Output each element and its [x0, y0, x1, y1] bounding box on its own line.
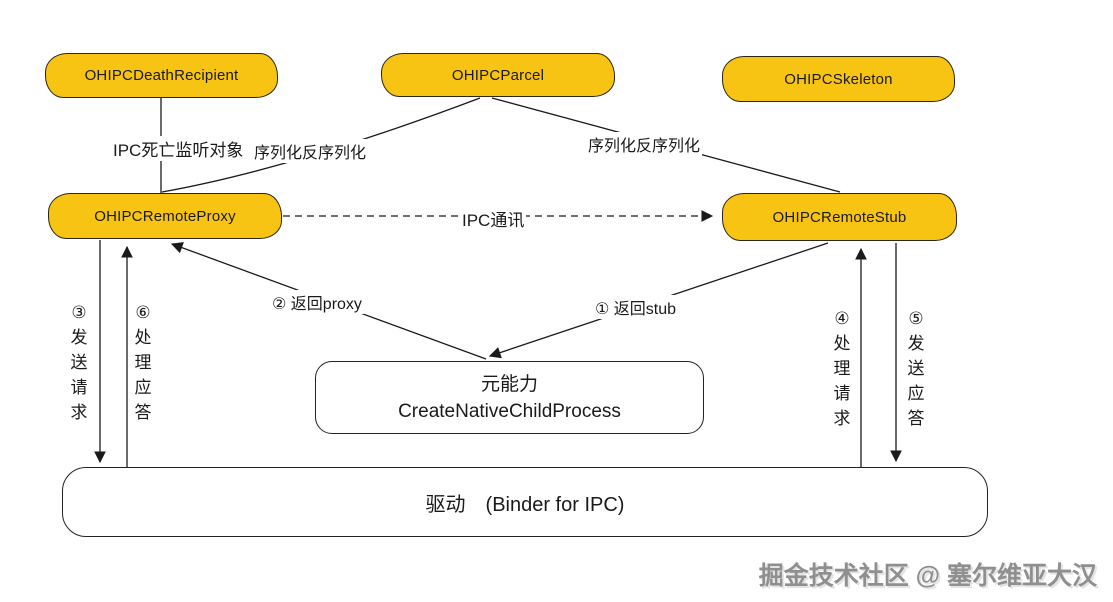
label-step3-send-request: ③发送请求 [70, 303, 88, 422]
node-binder-driver: 驱动 (Binder for IPC) [62, 467, 988, 537]
meta-ability-title: 元能力 [480, 373, 538, 395]
label-return-stub: ① 返回stub [593, 295, 679, 319]
watermark-text: 掘金技术社区 @ 塞尔维亚大汉 [758, 562, 1097, 590]
node-ohipc-remote-stub: OHIPCRemoteStub [722, 193, 957, 241]
node-ohipc-parcel: OHIPCParcel [381, 53, 615, 97]
node-meta-ability: 元能力 CreateNativeChildProcess [315, 361, 704, 434]
label-step6-handle-response: ⑥处理应答 [134, 303, 152, 422]
node-ohipc-remote-proxy: OHIPCRemoteProxy [48, 193, 282, 239]
meta-ability-api: CreateNativeChildProcess [398, 400, 621, 422]
binder-driver-label: 驱动 (Binder for IPC) [425, 493, 625, 516]
label-ipc-comm: IPC通讯 [460, 206, 527, 231]
label-serialize-right: 序列化反序列化 [586, 132, 703, 156]
node-ohipc-death-recipient: OHIPCDeathRecipient [45, 53, 278, 98]
label-ipc-death-listen: IPC死亡监听对象 [111, 136, 246, 161]
label-step5-send-response: ⑤发送应答 [907, 309, 925, 428]
label-step4-handle-request: ④处理请求 [833, 309, 851, 428]
label-return-proxy: ② 返回proxy [270, 290, 364, 314]
node-ohipc-skeleton: OHIPCSkeleton [722, 56, 955, 102]
label-serialize-left: 序列化反序列化 [252, 139, 369, 163]
